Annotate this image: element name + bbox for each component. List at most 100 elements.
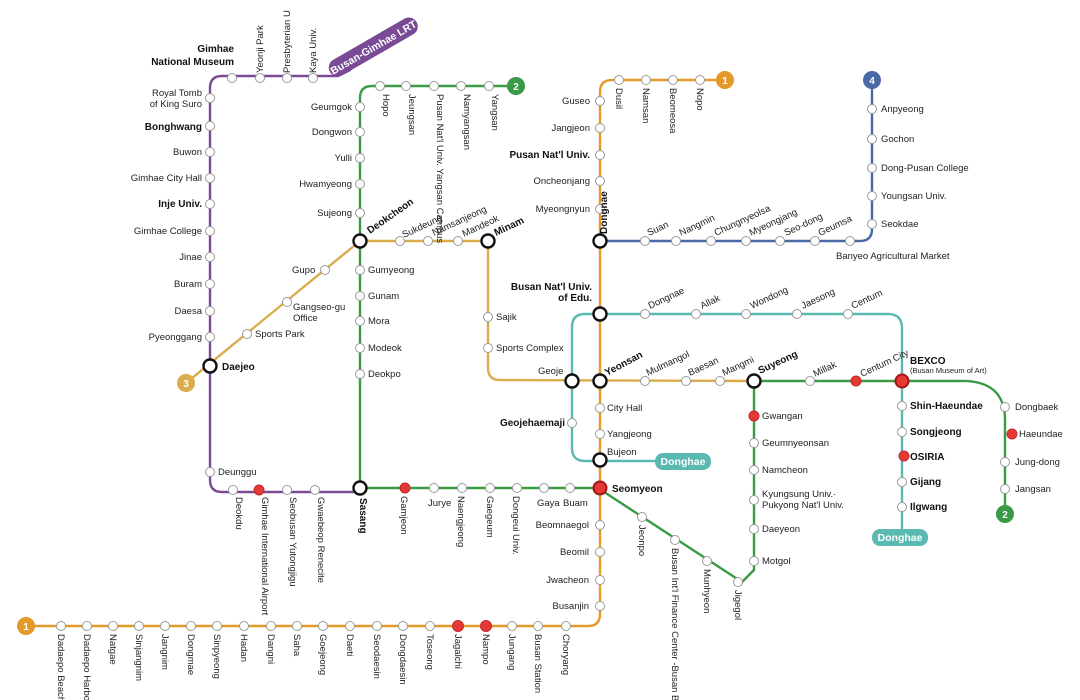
station-marker-highlight[interactable] <box>1006 428 1018 440</box>
station-marker[interactable] <box>318 621 328 631</box>
station-marker[interactable] <box>561 621 571 631</box>
station-marker[interactable] <box>345 621 355 631</box>
station-marker-highlight[interactable] <box>399 482 411 494</box>
station-marker[interactable] <box>282 73 292 83</box>
station-marker[interactable] <box>637 512 647 522</box>
transfer-marker[interactable] <box>746 373 762 389</box>
station-marker[interactable] <box>56 621 66 631</box>
station-marker[interactable] <box>715 376 725 386</box>
station-marker[interactable] <box>512 483 522 493</box>
station-marker[interactable] <box>595 176 605 186</box>
station-marker[interactable] <box>595 403 605 413</box>
station-marker[interactable] <box>375 81 385 91</box>
station-marker-highlight[interactable] <box>850 375 862 387</box>
station-marker[interactable] <box>453 236 463 246</box>
station-marker[interactable] <box>640 236 650 246</box>
station-marker-highlight[interactable] <box>898 450 910 462</box>
station-marker[interactable] <box>186 621 196 631</box>
station-marker[interactable] <box>867 219 877 229</box>
station-marker[interactable] <box>108 621 118 631</box>
lrt-tag[interactable]: Busan-Gimhae LRT <box>326 14 422 80</box>
station-marker[interactable] <box>227 73 237 83</box>
station-marker[interactable] <box>372 621 382 631</box>
station-marker[interactable] <box>595 150 605 160</box>
station-marker[interactable] <box>205 173 215 183</box>
station-marker[interactable] <box>565 483 575 493</box>
station-marker[interactable] <box>205 93 215 103</box>
station-marker[interactable] <box>205 121 215 131</box>
station-marker[interactable] <box>456 81 466 91</box>
station-marker[interactable] <box>670 535 680 545</box>
station-marker[interactable] <box>691 309 701 319</box>
station-marker[interactable] <box>640 376 650 386</box>
station-marker[interactable] <box>355 127 365 137</box>
station-marker[interactable] <box>897 477 907 487</box>
station-marker[interactable] <box>228 485 238 495</box>
station-marker[interactable] <box>242 329 252 339</box>
transfer-marker-seomyeon[interactable] <box>592 480 608 496</box>
station-marker[interactable] <box>205 199 215 209</box>
station-marker-highlight[interactable] <box>452 620 464 632</box>
station-marker[interactable] <box>867 134 877 144</box>
station-marker-highlight[interactable] <box>253 484 265 496</box>
station-marker-highlight[interactable] <box>748 410 760 422</box>
line-1-badge-west[interactable]: 1 <box>17 617 35 635</box>
station-marker[interactable] <box>423 236 433 246</box>
transfer-marker[interactable] <box>480 233 496 249</box>
station-marker[interactable] <box>82 621 92 631</box>
station-marker[interactable] <box>1000 402 1010 412</box>
station-marker[interactable] <box>706 236 716 246</box>
station-marker[interactable] <box>429 483 439 493</box>
station-marker[interactable] <box>205 279 215 289</box>
station-marker[interactable] <box>355 343 365 353</box>
station-marker[interactable] <box>205 306 215 316</box>
station-marker[interactable] <box>134 621 144 631</box>
station-marker[interactable] <box>897 502 907 512</box>
station-marker[interactable] <box>212 621 222 631</box>
transfer-marker[interactable] <box>592 373 608 389</box>
station-marker[interactable] <box>614 75 624 85</box>
station-marker[interactable] <box>398 621 408 631</box>
station-marker[interactable] <box>483 312 493 322</box>
line-4-badge[interactable]: 4 <box>863 71 881 89</box>
station-marker[interactable] <box>484 81 494 91</box>
transfer-marker[interactable] <box>352 233 368 249</box>
station-marker[interactable] <box>310 485 320 495</box>
station-marker[interactable] <box>867 191 877 201</box>
station-marker[interactable] <box>733 577 743 587</box>
station-marker[interactable] <box>401 81 411 91</box>
station-marker[interactable] <box>749 465 759 475</box>
station-marker[interactable] <box>292 621 302 631</box>
line-1-badge-north[interactable]: 1 <box>716 71 734 89</box>
station-marker[interactable] <box>1000 457 1010 467</box>
station-marker[interactable] <box>681 376 691 386</box>
station-marker[interactable] <box>539 483 549 493</box>
transfer-marker[interactable] <box>352 480 368 496</box>
station-marker[interactable] <box>749 524 759 534</box>
station-marker[interactable] <box>810 236 820 246</box>
station-marker[interactable] <box>749 438 759 448</box>
station-marker[interactable] <box>595 429 605 439</box>
station-marker[interactable] <box>741 236 751 246</box>
transfer-marker[interactable] <box>592 306 608 322</box>
station-marker[interactable] <box>395 236 405 246</box>
station-marker-highlight[interactable] <box>480 620 492 632</box>
station-marker[interactable] <box>355 291 365 301</box>
station-marker[interactable] <box>595 601 605 611</box>
station-marker[interactable] <box>457 483 467 493</box>
station-marker[interactable] <box>1000 484 1010 494</box>
station-marker[interactable] <box>255 73 265 83</box>
transfer-marker[interactable] <box>592 452 608 468</box>
transfer-marker[interactable] <box>564 373 580 389</box>
station-marker[interactable] <box>595 204 605 214</box>
station-marker[interactable] <box>205 467 215 477</box>
station-marker[interactable] <box>160 621 170 631</box>
station-marker[interactable] <box>533 621 543 631</box>
station-marker[interactable] <box>205 332 215 342</box>
station-marker[interactable] <box>741 309 751 319</box>
station-marker[interactable] <box>355 316 365 326</box>
station-marker[interactable] <box>355 179 365 189</box>
station-marker[interactable] <box>483 343 493 353</box>
station-marker[interactable] <box>485 483 495 493</box>
station-marker[interactable] <box>640 309 650 319</box>
